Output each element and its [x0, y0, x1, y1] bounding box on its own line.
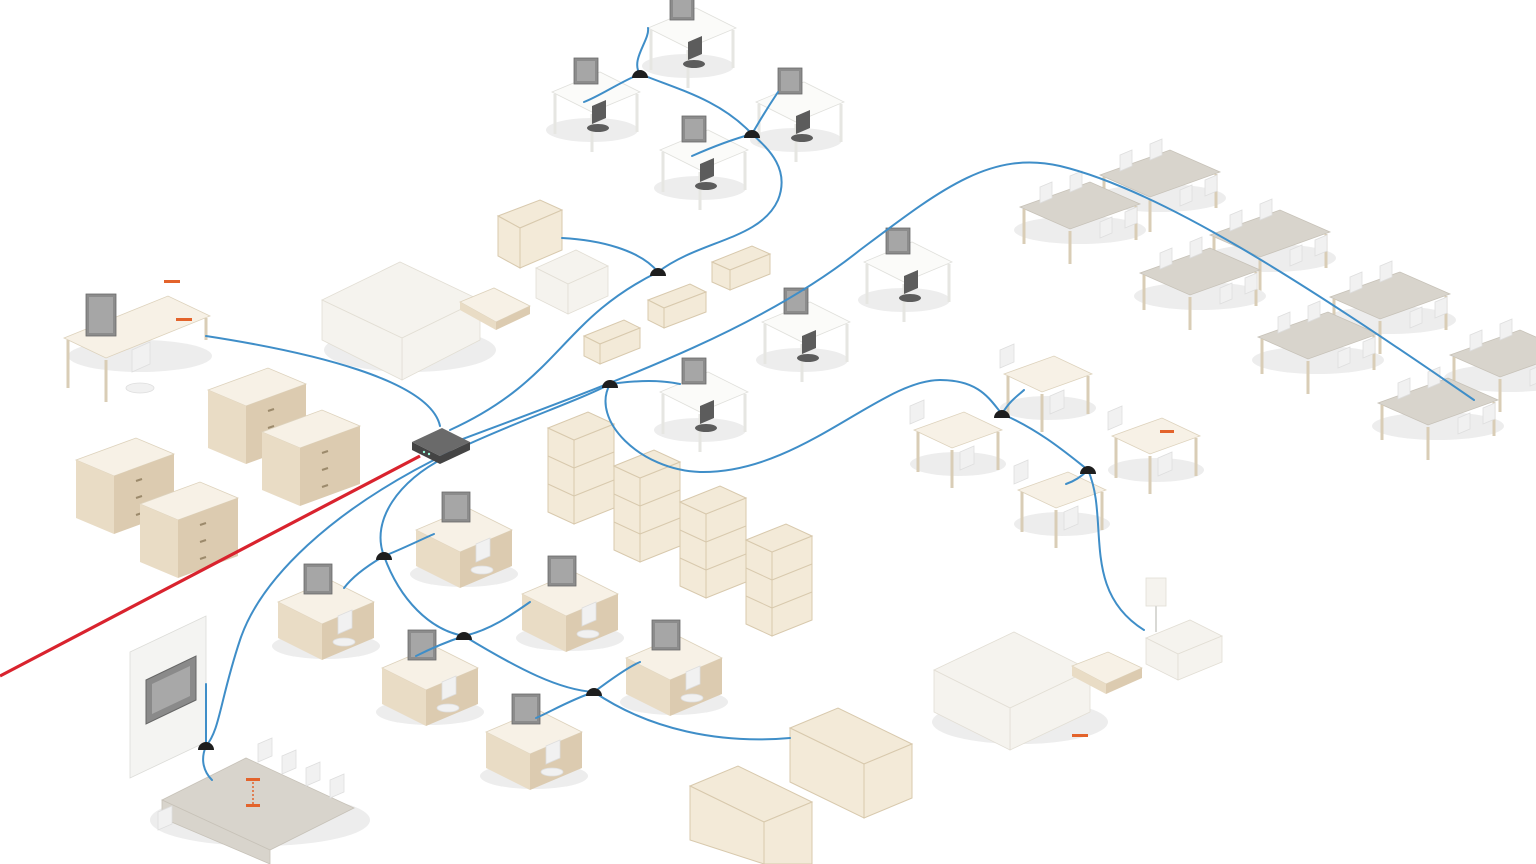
workstation-cluster-top: [544, 0, 846, 212]
junction-node: [650, 268, 666, 276]
junction-node: [376, 552, 392, 560]
lounge-bottom-right: [932, 577, 1223, 751]
junction-node: [1080, 466, 1096, 474]
drawer-cabinets: [75, 367, 361, 579]
junction-node: [994, 410, 1010, 418]
conference-room: [129, 615, 370, 864]
uplink-cable: [0, 454, 421, 678]
network-router: [412, 428, 470, 464]
network-cables: [0, 27, 1475, 781]
junction-node: [744, 130, 760, 138]
low-shelf-group: [496, 199, 772, 365]
workstation-cluster-center: [652, 226, 954, 454]
cafe-tables: [908, 342, 1206, 550]
junction-node: [198, 742, 214, 750]
junction-node: [456, 632, 472, 640]
junction-node: [632, 70, 648, 78]
low-bookshelves-bottom: [688, 707, 914, 864]
lounge-center: [321, 249, 609, 381]
workstation-left-top: [63, 280, 212, 402]
junction-node: [586, 688, 602, 696]
junction-node: [602, 380, 618, 388]
